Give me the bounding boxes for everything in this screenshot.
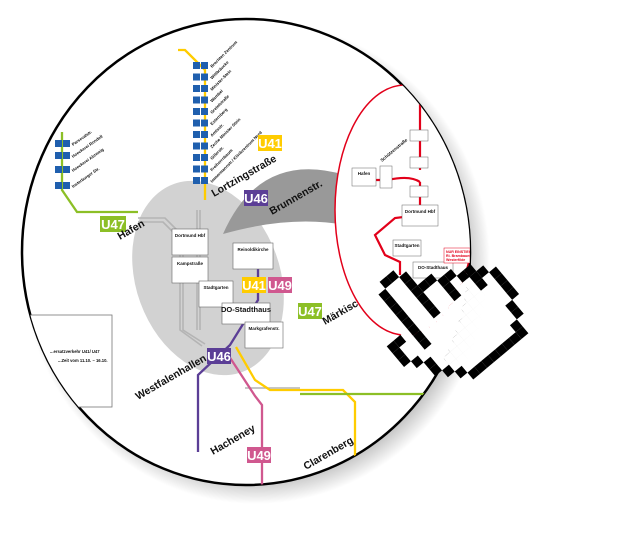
accessible-icon — [193, 154, 200, 161]
inset-warning-1: NUR EINSTIEG — [446, 250, 472, 254]
u-bahn-icon — [201, 119, 208, 127]
badge-u47-east: U47 — [298, 303, 322, 319]
svg-text:U46: U46 — [244, 191, 268, 206]
accessible-icon — [55, 140, 62, 147]
badge-u46-south: U46 — [207, 348, 231, 364]
u-bahn-icon — [63, 166, 70, 173]
u-bahn-icon — [201, 108, 208, 115]
line-u47-west — [60, 132, 138, 214]
accessible-icon — [193, 73, 200, 81]
svg-text:U49: U49 — [247, 448, 271, 463]
svg-text:U47: U47 — [298, 304, 322, 319]
badge-u49-south: U49 — [247, 447, 271, 463]
core-stations: Dortmund Hbf Kampstraße Stadtgarten DO-S… — [171, 228, 284, 349]
accessible-icon — [193, 119, 200, 127]
u-bahn-icon — [201, 142, 208, 150]
u-bahn-icon — [201, 85, 208, 92]
accessible-icon — [193, 85, 200, 92]
station-do-stadthaus: DO-Stadthaus — [221, 305, 271, 314]
accessible-icon — [55, 182, 62, 189]
station-stadtgarten: Stadtgarten — [203, 285, 228, 290]
badge-u49-center: U49 — [268, 277, 292, 293]
inset-warning-2: Ri. Brambauer/ — [446, 254, 472, 258]
u-bahn-icon — [201, 131, 208, 138]
line-u49 — [224, 349, 264, 485]
badge-u47-west: U47 — [100, 216, 126, 232]
svg-text:U41: U41 — [242, 278, 266, 293]
accessible-icon — [55, 166, 62, 173]
station-markgrafenstr: Markgrafenstr. — [248, 326, 279, 331]
u-bahn-icon — [201, 62, 208, 69]
svg-text:U46: U46 — [207, 349, 231, 364]
accessible-icon — [193, 108, 200, 115]
inset-station-hafen: Hafen — [358, 171, 371, 176]
u-bahn-icon — [201, 73, 208, 81]
inset-warning-3: Westerfilde — [446, 258, 465, 262]
inset-station-stadtgarten: Stadtgarten — [394, 243, 419, 248]
svg-text:U41: U41 — [258, 136, 282, 151]
inset-station-dortmund-hbf: Dortmund Hbf — [405, 209, 436, 214]
svg-text:U47: U47 — [101, 217, 125, 232]
station-reinoldikirche: Reinoldikirche — [237, 247, 269, 252]
badge-u41-center: U41 — [242, 277, 266, 293]
line-u41-south — [235, 346, 357, 485]
u-bahn-icon — [201, 96, 208, 104]
pointing-hand-cursor-icon — [378, 264, 529, 380]
u-bahn-icon — [201, 177, 208, 184]
u-bahn-icon — [201, 154, 208, 161]
callout-wedge — [223, 169, 345, 234]
notice-line-1: ...ersatzverkehr U41/ U47 — [50, 349, 100, 354]
accessible-icon — [193, 165, 200, 173]
u-bahn-icon — [63, 152, 70, 159]
svg-text:U49: U49 — [268, 278, 292, 293]
accessible-icon — [193, 131, 200, 138]
u-bahn-icon — [63, 182, 70, 189]
badge-u41-north: U41 — [258, 135, 282, 151]
accessible-icon — [193, 142, 200, 150]
badge-u46-north: U46 — [244, 190, 268, 206]
notice-line-2: ...Zeit vom 11.10. – 16.10. — [58, 358, 108, 363]
accessible-icon — [193, 62, 200, 69]
station-kampstrasse: Kampstraße — [177, 261, 204, 266]
u-bahn-icon — [201, 165, 208, 173]
accessible-icon — [193, 177, 200, 184]
inset-station-do-stadthaus: DO-Stadthaus — [418, 265, 448, 270]
u-bahn-icon — [63, 140, 70, 147]
accessible-icon — [193, 96, 200, 104]
station-dortmund-hbf: Dortmund Hbf — [175, 233, 206, 238]
accessible-icon — [55, 152, 62, 159]
